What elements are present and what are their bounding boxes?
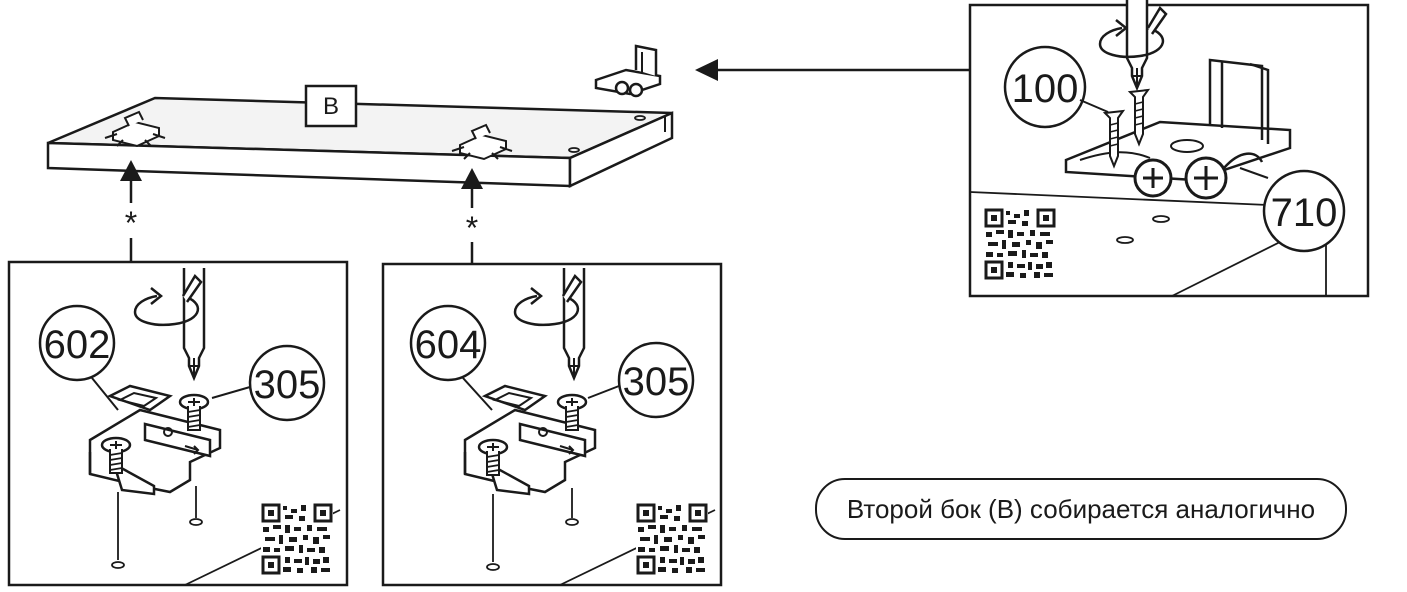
screw-number-right: 100 xyxy=(1011,67,1079,111)
part-callout-circle xyxy=(1262,169,1346,253)
panel-label-box xyxy=(304,84,358,128)
part-number-right: 710 xyxy=(1270,191,1338,235)
arrow-icon xyxy=(120,160,142,262)
screw-callout-circle xyxy=(248,344,326,422)
screw-callout-circle xyxy=(617,341,695,419)
hinge-icon xyxy=(594,44,662,98)
side-panel xyxy=(46,84,674,188)
qr-code-icon xyxy=(634,501,710,577)
detail-box-left xyxy=(7,260,349,587)
screw-number-middle: 305 xyxy=(622,360,690,404)
detail-box-right xyxy=(968,0,1370,298)
arrow-icon xyxy=(461,168,483,264)
arrow-icon xyxy=(695,59,970,81)
detail-box-middle xyxy=(381,262,723,587)
qr-code-icon xyxy=(259,501,335,577)
part-callout-circle xyxy=(38,304,116,382)
screw-number-left: 305 xyxy=(253,363,321,407)
assembly-note: Второй бок (B) собирается аналогично xyxy=(815,478,1347,540)
cam-screw-icon xyxy=(1133,152,1264,200)
part-number-middle: 604 xyxy=(414,323,482,367)
panel-label: B xyxy=(322,93,340,120)
screw-callout-circle xyxy=(1003,45,1087,129)
assembly-marker-middle: * xyxy=(465,210,479,246)
part-callout-circle xyxy=(409,304,487,382)
screw-icon xyxy=(1102,88,1151,169)
part-number-left: 602 xyxy=(43,323,111,367)
qr-code-icon xyxy=(982,206,1058,282)
assembly-marker-left: * xyxy=(124,205,138,241)
